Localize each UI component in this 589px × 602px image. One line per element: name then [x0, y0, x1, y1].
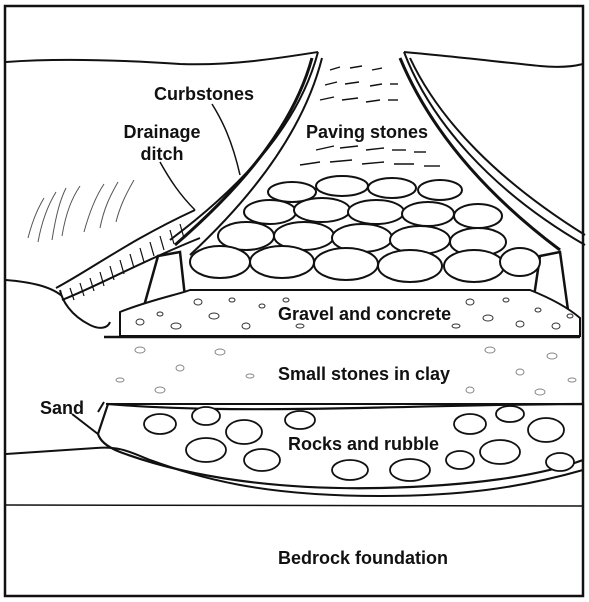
sand-pointer: [98, 402, 104, 412]
ground-surface-left: [6, 52, 318, 64]
leader-drainage: [160, 162, 195, 210]
ground-left-edge: [6, 280, 62, 296]
label-drainage-ditch-line2: ditch: [122, 144, 202, 164]
ditch-end: [60, 290, 110, 328]
label-sand: Sand: [40, 398, 84, 418]
label-curbstones: Curbstones: [154, 84, 254, 104]
grass-tufts: [28, 180, 134, 242]
label-small-stones-in-clay: Small stones in clay: [278, 364, 450, 384]
label-drainage-ditch-line1: Drainage: [122, 122, 202, 142]
label-rocks-and-rubble: Rocks and rubble: [288, 434, 439, 454]
ground-surface-right: [404, 52, 583, 67]
bedrock-upper-boundary: [6, 505, 583, 506]
label-bedrock-foundation: Bedrock foundation: [278, 548, 448, 568]
label-gravel-and-concrete: Gravel and concrete: [278, 304, 451, 324]
leader-curbstones: [212, 104, 240, 175]
label-paving-stones: Paving stones: [306, 122, 428, 142]
paving-stones-near: [190, 176, 540, 282]
paving-far-dashes: [300, 66, 440, 166]
